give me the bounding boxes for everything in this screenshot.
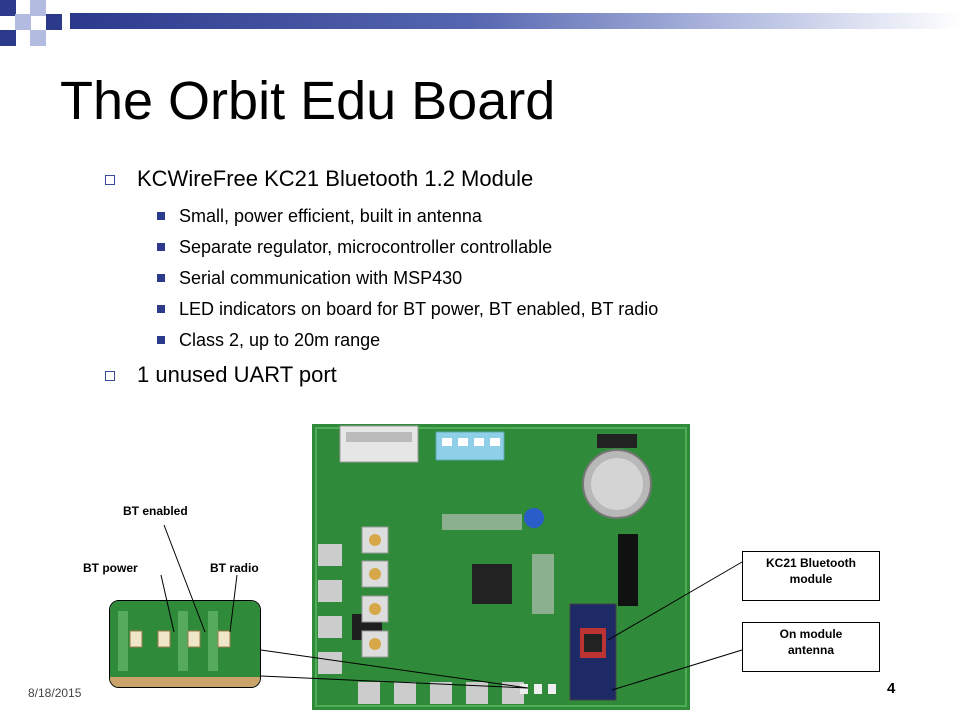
bullet-text: 1 unused UART port bbox=[137, 362, 337, 387]
antenna-callout-line2: antenna bbox=[787, 643, 834, 657]
sub-bullet-text: Separate regulator, microcontroller cont… bbox=[179, 237, 553, 257]
kc21-callout-box: KC21 Bluetooth module bbox=[742, 551, 880, 601]
antenna-callout-line1: On module bbox=[779, 627, 843, 641]
slide-title: The Orbit Edu Board bbox=[60, 71, 556, 131]
slide-date: 8/18/2015 bbox=[28, 686, 82, 700]
sub-bullet-text: LED indicators on board for BT power, BT… bbox=[179, 299, 659, 319]
sub-bullet-text: Small, power efficient, built in antenna bbox=[179, 206, 482, 226]
square-bullet-icon bbox=[157, 274, 165, 282]
square-bullet-icon bbox=[157, 212, 165, 220]
sub-bullet-text: Class 2, up to 20m range bbox=[179, 330, 381, 350]
bullet-text: KCWireFree KC21 Bluetooth 1.2 Module bbox=[137, 166, 534, 191]
bt-radio-label: BT radio bbox=[210, 561, 259, 575]
square-bullet-icon bbox=[157, 305, 165, 313]
kc21-callout-line1: KC21 Bluetooth bbox=[766, 556, 856, 570]
bt-power-label: BT power bbox=[83, 561, 138, 575]
bt-enabled-label: BT enabled bbox=[123, 504, 188, 518]
square-bullet-icon bbox=[157, 336, 165, 344]
hollow-square-bullet-icon bbox=[105, 371, 115, 381]
led-closeup-image bbox=[110, 601, 260, 687]
led-inset-zoom bbox=[109, 600, 261, 688]
kc21-callout-line2: module bbox=[789, 572, 833, 586]
orbit-board-photo bbox=[312, 424, 690, 710]
sub-bullet-text: Serial communication with MSP430 bbox=[179, 268, 463, 288]
antenna-callout-box: On module antenna bbox=[742, 622, 880, 672]
square-bullet-icon bbox=[157, 243, 165, 251]
hollow-square-bullet-icon bbox=[105, 175, 115, 185]
slide-number: 4 bbox=[887, 680, 896, 697]
